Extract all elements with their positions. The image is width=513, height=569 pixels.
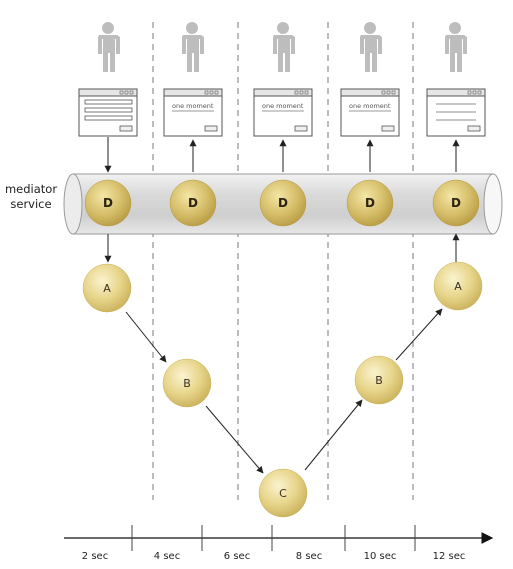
gateway-node: D: [84, 179, 132, 227]
flow-arrow-c-to-b: [304, 399, 363, 471]
timeline-label-10s: 10 sec: [364, 551, 397, 562]
flow-arrow-a-to-b: [125, 311, 167, 363]
result-window-icon: [426, 88, 486, 137]
application-windows: one moment one moment one mome: [78, 88, 486, 137]
gateway-node: D: [432, 179, 480, 227]
service-node-label: A: [454, 280, 462, 293]
service-node-label: B: [375, 374, 383, 387]
service-node-a-left: A: [82, 263, 132, 313]
gateway-node-label: D: [278, 196, 288, 210]
person-icon: [445, 22, 467, 72]
service-node-label: A: [103, 282, 111, 295]
pipe-right-end: [483, 173, 503, 235]
person-icon: [273, 22, 295, 72]
timeline: 2 sec 4 sec 6 sec 8 sec 10 sec 12 sec: [64, 525, 494, 562]
gateway-nodes: D D D D D: [84, 179, 480, 227]
service-node-b-right: B: [354, 355, 404, 405]
gateway-node-label: D: [365, 196, 375, 210]
service-node-label: B: [183, 377, 191, 390]
person-icon: [182, 22, 204, 72]
gateway-node: D: [259, 179, 307, 227]
service-node-b-left: B: [162, 358, 212, 408]
mediator-service-label: mediator service: [0, 182, 62, 212]
gateway-node-label: D: [451, 196, 461, 210]
service-nodes: A B C B A: [82, 261, 483, 518]
service-node-label: C: [279, 487, 287, 500]
pipe-left-end: [63, 173, 83, 235]
flow-arrow-b-to-c: [205, 405, 264, 474]
gateway-node-label: D: [188, 196, 198, 210]
waiting-window-text: one moment: [349, 102, 391, 110]
waiting-window-text: one moment: [172, 102, 214, 110]
gateway-arrows: [104, 137, 460, 173]
person-icon: [98, 22, 120, 72]
gateway-node-label: D: [103, 196, 113, 210]
person-icon: [360, 22, 382, 72]
mediator-label-line2: service: [10, 197, 52, 211]
service-flow-arrows: [104, 233, 460, 474]
gateway-node: D: [169, 179, 217, 227]
service-node-a-right: A: [433, 261, 483, 311]
gateway-node: D: [346, 179, 394, 227]
timeline-label-8s: 8 sec: [296, 551, 322, 562]
time-dividers: [152, 22, 414, 500]
waiting-window-icon: one moment: [163, 88, 223, 137]
flow-arrow-b-to-a: [395, 308, 443, 361]
waiting-window-icon: one moment: [340, 88, 400, 137]
mediator-label-line1: mediator: [4, 182, 58, 196]
service-node-c: C: [258, 468, 308, 518]
timeline-label-2s: 2 sec: [82, 551, 108, 562]
form-window-icon: [78, 88, 138, 137]
timeline-label-4s: 4 sec: [154, 551, 180, 562]
waiting-window-icon: one moment: [253, 88, 313, 137]
waiting-window-text: one moment: [262, 102, 304, 110]
timeline-label-6s: 6 sec: [224, 551, 250, 562]
timeline-label-12s: 12 sec: [433, 551, 466, 562]
